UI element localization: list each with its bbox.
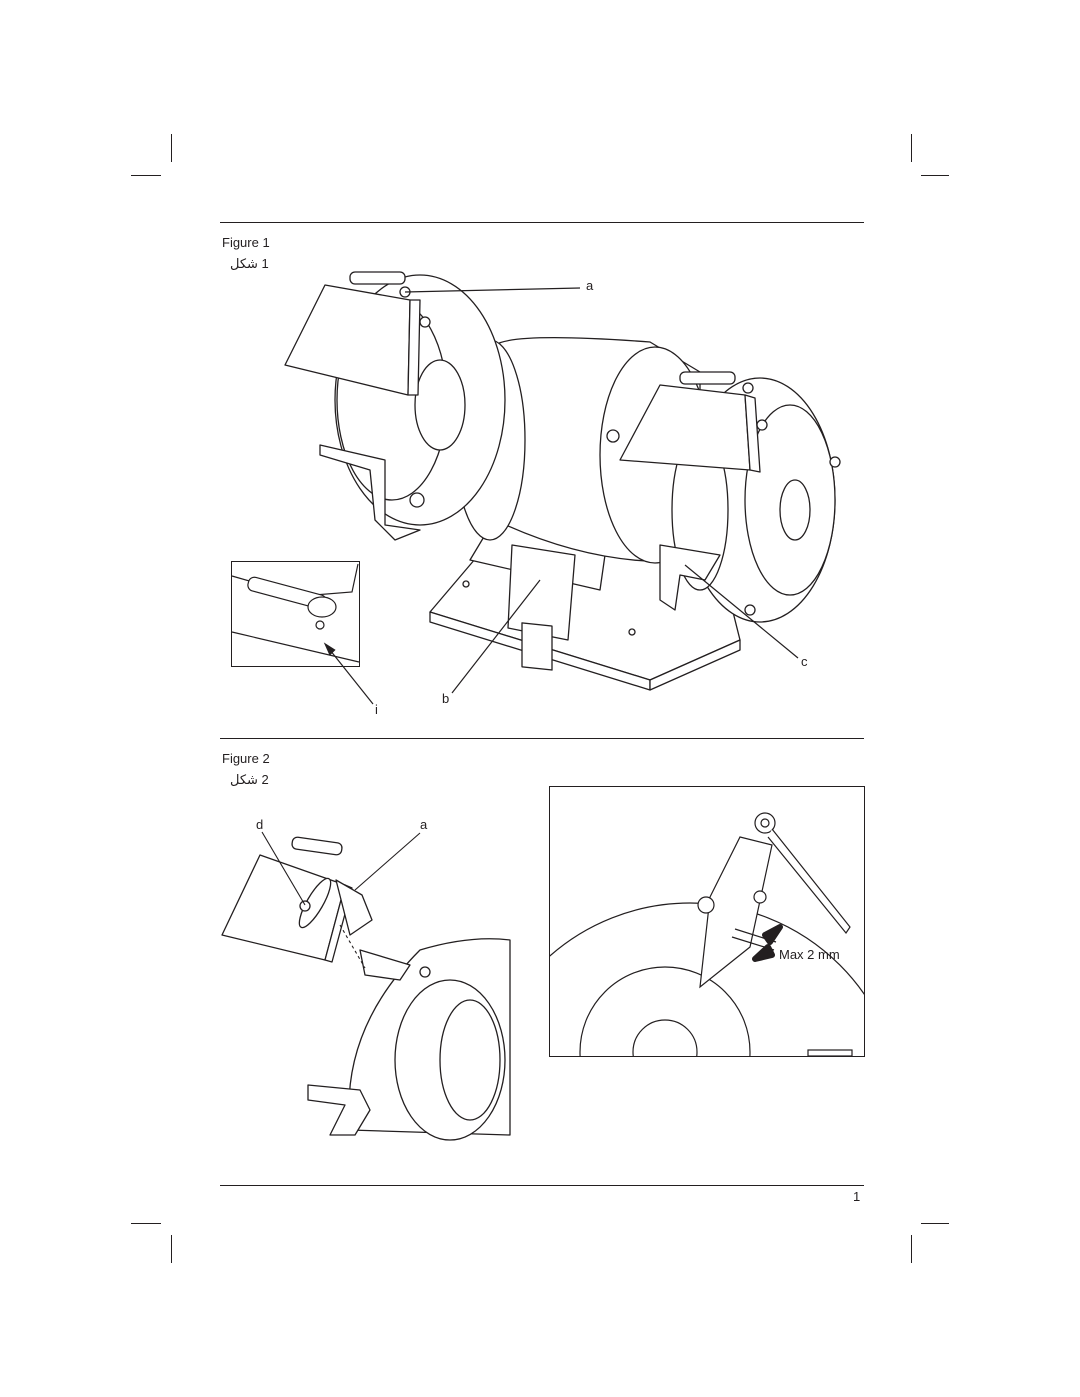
label-i: i [375,702,378,717]
figure-1-inset [231,561,360,667]
page-number: 1 [853,1189,861,1204]
dimension-label: Max 2 mm [779,947,840,962]
crop-mark [131,1223,161,1224]
crop-mark [921,175,949,176]
figure-2-caption: Figure 2 [222,751,270,766]
figure-1-caption-arabic: 1 شكل [230,256,269,271]
section-rule [220,222,864,223]
label-a: a [586,278,594,293]
inset-detail-drawing [231,563,360,663]
label-a-figure-2: a [420,817,428,832]
crop-mark [131,175,161,176]
figure-2-detail-box: Max 2 mm [549,786,865,1057]
footer-rule [220,1185,864,1186]
label-c: c [801,654,808,669]
crop-mark [911,1235,912,1263]
crop-mark [911,134,912,162]
spark-arrestor-gap-drawing [550,812,864,1056]
bench-grinder-illustration [284,271,841,705]
crop-mark [171,134,172,162]
section-rule [220,738,864,739]
crop-mark [171,1235,172,1263]
figure-2-caption-arabic: 2 شكل [230,772,269,787]
figure-1-caption: Figure 1 [222,235,270,250]
label-b: b [442,691,450,706]
label-d: d [256,817,264,832]
crop-mark [921,1223,949,1224]
